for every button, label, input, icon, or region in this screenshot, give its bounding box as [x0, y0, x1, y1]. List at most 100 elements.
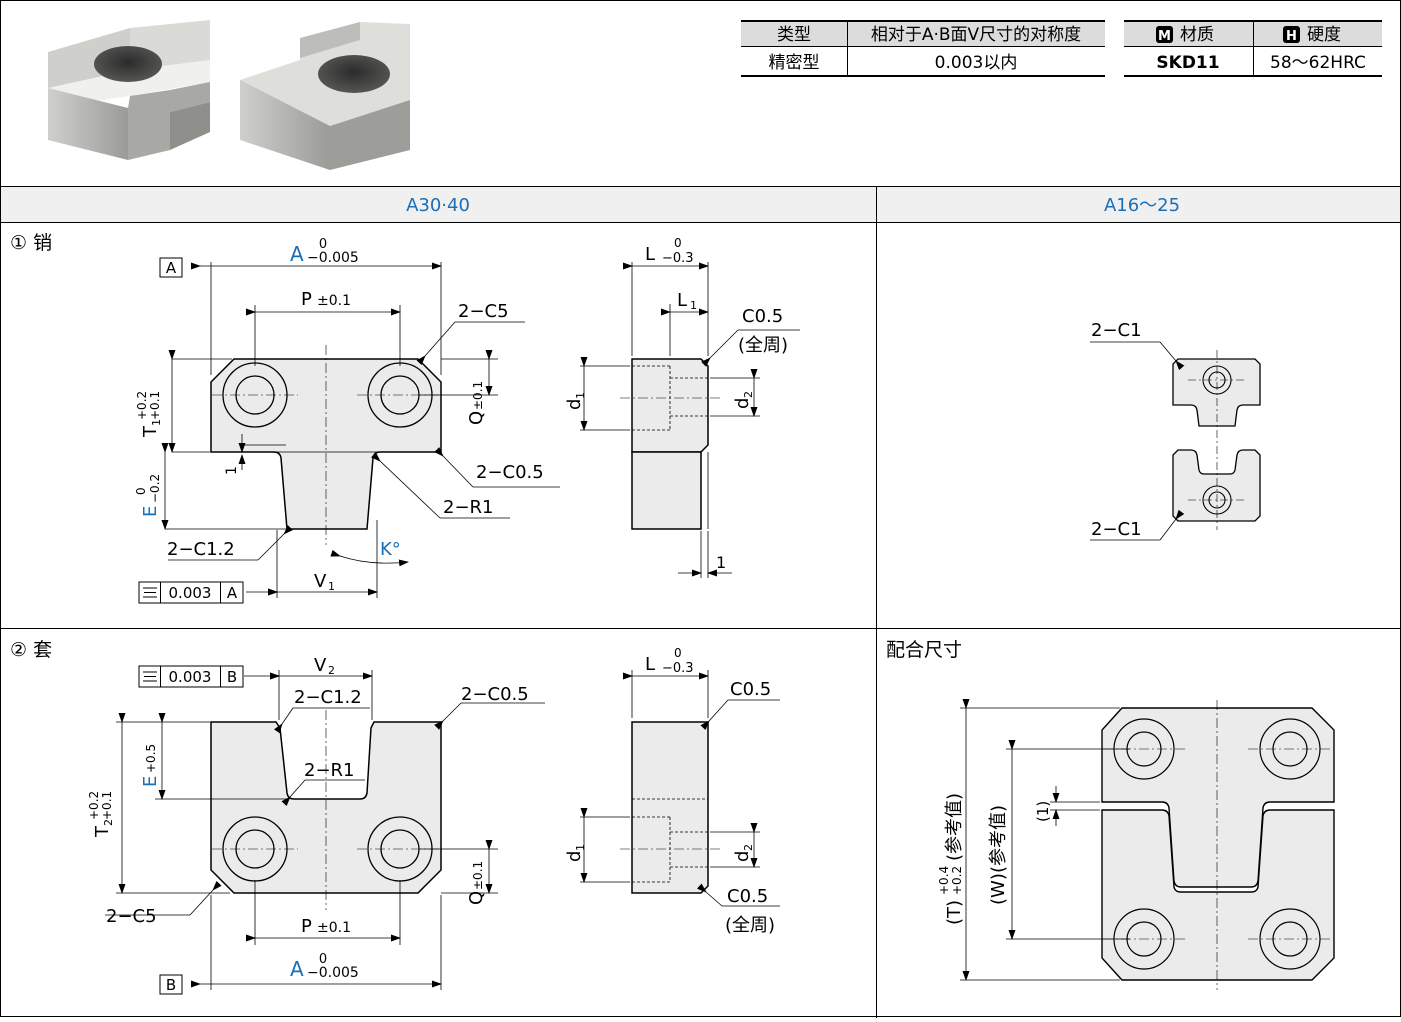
pin-a-tol-lower: −0.005	[307, 250, 359, 266]
bush-symmetry-frame: 0.003 B	[138, 665, 244, 688]
bush-side-d1: d	[564, 851, 585, 862]
bush-side-chamfer-top: C0.5	[730, 679, 771, 700]
pin-side-labels: L 0 −0.3 L 1 C0.5 (全周) d 1 d 2 1	[564, 236, 788, 572]
fit-gap: (1)	[1034, 801, 1052, 822]
bush-t2-sub: 2	[102, 819, 115, 826]
pin-side-d1-sub: 1	[574, 392, 587, 399]
pin-symmetry-value: 0.003	[169, 584, 212, 602]
pin-side-chamfer: C0.5	[742, 306, 783, 327]
pin-e-tol-upper: 0	[134, 487, 148, 495]
photo-bush-part	[240, 22, 410, 170]
pin-datum-label: A	[166, 259, 177, 277]
small-pin-chamfer: 2−C1	[1091, 320, 1142, 341]
fit-bush-outline	[1101, 809, 1335, 981]
hardness-badge-icon	[1283, 26, 1300, 43]
bush-t2-tol-lower: +0.1	[100, 791, 114, 820]
spec-header-type: 类型	[777, 25, 811, 45]
bush-chamfer-bottom: 2−C5	[106, 906, 157, 927]
bush-radius: 2−R1	[304, 760, 355, 781]
bush-p-tol: ±0.1	[317, 920, 351, 936]
bush-chamfer-inner: 2−C1.2	[294, 687, 362, 708]
bush-symmetry-value: 0.003	[169, 668, 212, 686]
bush-symmetry-datum: B	[227, 668, 237, 686]
spec-value-type: 精密型	[769, 53, 820, 73]
small-part-view: 2−C1 2−C1	[1090, 320, 1261, 541]
pin-side-chamfer-note: (全周)	[738, 335, 788, 356]
bush-a-dim: A	[290, 957, 304, 981]
pin-v-sub: 1	[328, 580, 335, 593]
pin-v-dim: V	[314, 571, 327, 592]
bush-front-dimensions	[105, 670, 545, 990]
fit-t-note: (参考值)	[944, 793, 965, 861]
pin-a-dim: A	[290, 242, 304, 266]
hardness-value: 58～62HRC	[1270, 53, 1366, 73]
pin-t1-dim: T	[140, 425, 161, 438]
pin-t1-tol-upper: +0.2	[135, 391, 149, 420]
bush-chamfer-top: 2−C0.5	[461, 684, 529, 705]
material-header: 材质	[1180, 25, 1214, 45]
fit-t-tol-lower: +0.2	[950, 866, 964, 895]
pin-front-dimensions	[161, 262, 560, 598]
pin-side-offset: 1	[716, 553, 726, 572]
pin-e-dim: E	[140, 506, 161, 517]
hardness-header: 硬度	[1307, 25, 1341, 45]
pin-section-title: ① 销	[10, 232, 52, 254]
bush-front-labels: 0.003 B V 2 2−C1.2 2−C0.5 2−R1 E +0.5 T …	[87, 655, 529, 995]
fit-t-label: (T)	[944, 900, 965, 925]
right-section-header: A16～25	[1104, 195, 1180, 216]
symmetry-icon	[143, 587, 157, 598]
symmetry-icon	[143, 671, 157, 682]
bush-e-tol: +0.5	[144, 744, 158, 773]
small-pin-outline	[1172, 358, 1261, 427]
spec-table: 类型 相对于A·B面V尺寸的对称度 精密型 0.003以内	[741, 20, 1105, 77]
pin-t1-tol-lower: +0.1	[148, 391, 162, 420]
material-badge-icon	[1156, 26, 1173, 43]
pin-side-view	[620, 358, 722, 530]
section-header-band	[1, 187, 1400, 222]
bush-side-l-tol-upper: 0	[674, 646, 682, 660]
bush-t2-tol-upper: +0.2	[87, 791, 101, 820]
pin-q-tol: ±0.1	[471, 381, 485, 410]
material-badge-letter: M	[1158, 29, 1171, 44]
spec-value-symmetry: 0.003以内	[935, 53, 1018, 73]
fit-dimensions	[960, 699, 1130, 981]
pin-chamfer-bottom: 2−C1.2	[167, 539, 235, 560]
bush-datum-label: B	[166, 976, 176, 994]
pin-side-d2-sub: 2	[742, 391, 755, 398]
pin-a-tol-upper: 0	[319, 237, 327, 252]
bush-side-l-tol-lower: −0.3	[662, 661, 694, 676]
pin-step-dim: 1	[224, 466, 240, 475]
bush-v-dim: V	[314, 655, 327, 676]
bush-side-labels: L 0 −0.3 C0.5 d 1 d 2 C0.5 (全周)	[564, 646, 775, 936]
bush-v-sub: 2	[328, 664, 335, 677]
pin-side-l1-dim: L	[677, 290, 687, 311]
fit-pin-outline	[1101, 707, 1335, 888]
bush-p-dim: P	[301, 916, 312, 937]
fit-w-note: (参考值)	[988, 805, 1009, 873]
bush-e-dim: E	[140, 776, 161, 787]
material-value: SKD11	[1156, 53, 1219, 73]
pin-side-l-tol-lower: −0.3	[662, 251, 694, 266]
fit-labels: (T) +0.4 +0.2 (参考值) (W) (参考值) (1)	[937, 793, 1052, 925]
bush-front-view	[210, 710, 442, 910]
bush-side-view	[620, 721, 722, 894]
fit-assembly-view	[1101, 700, 1335, 990]
pin-side-d1: d	[564, 399, 585, 410]
pin-q-dim: Q	[466, 411, 487, 425]
pin-p-tol: ±0.1	[317, 293, 351, 309]
pin-chamfer-shoulder: 2−C0.5	[476, 462, 544, 483]
bush-a-tol-lower: −0.005	[307, 965, 359, 981]
pin-center-lines	[212, 345, 442, 545]
pin-side-dimensions	[580, 262, 800, 578]
hardness-badge-letter: H	[1286, 29, 1297, 44]
pin-k-angle: K°	[380, 539, 401, 560]
bush-side-d1-sub: 1	[574, 844, 587, 851]
photo-pin-part	[48, 20, 210, 160]
pin-side-l-dim: L	[645, 244, 655, 265]
bush-datum-box	[159, 974, 183, 995]
pin-front-view	[210, 345, 442, 545]
pin-symmetry-frame: 0.003 A	[138, 581, 244, 604]
bush-q-dim: Q	[466, 891, 487, 905]
